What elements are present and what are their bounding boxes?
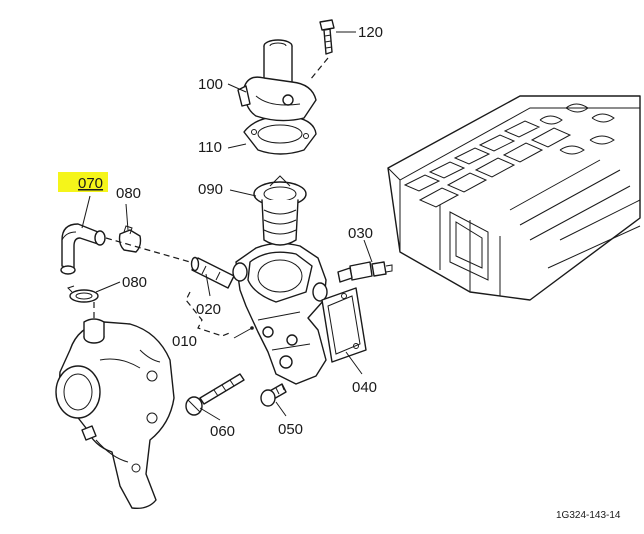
leader-080-upper: [125, 203, 129, 231]
gasket-040: [321, 287, 367, 363]
bolt-120: [309, 19, 335, 81]
callout-080-lower[interactable]: 080: [122, 274, 147, 291]
gasket-110: [243, 115, 317, 155]
water-pipe-020: [190, 256, 235, 289]
hose-clamp-lower: [67, 285, 99, 303]
callout-100[interactable]: 100: [198, 76, 223, 93]
leader-050: [275, 401, 287, 417]
callout-010[interactable]: 010: [172, 333, 197, 350]
water-pump: [55, 318, 175, 510]
leader-030: [363, 239, 373, 263]
callout-120[interactable]: 120: [358, 24, 383, 41]
thermostat-housing-010: [232, 242, 328, 385]
leader-080-lower: [95, 281, 121, 293]
leader-070: [81, 195, 91, 229]
hose-clamp-upper: [118, 225, 142, 253]
water-hose-070: [60, 223, 106, 275]
leader-110: [227, 143, 247, 149]
callout-040[interactable]: 040: [352, 379, 377, 396]
thermostat-090: [253, 175, 307, 246]
leader-020: [205, 273, 211, 297]
callout-060[interactable]: 060: [210, 423, 235, 440]
callout-110[interactable]: 110: [198, 139, 222, 156]
water-flange-100: [237, 39, 317, 122]
callout-030[interactable]: 030: [348, 225, 373, 242]
callout-070[interactable]: 070: [78, 175, 103, 192]
callout-020[interactable]: 020: [196, 301, 221, 318]
bolt-060: [185, 373, 245, 416]
callout-090[interactable]: 090: [198, 181, 223, 198]
leader-dot-010: [250, 326, 254, 330]
temperature-sensor-030: [337, 261, 393, 283]
leader-040: [345, 351, 363, 375]
dashed-axis-hose: [105, 237, 191, 263]
leader-100: [227, 83, 247, 93]
highlight-070: [58, 172, 108, 192]
leader-010: [233, 327, 253, 339]
bolt-050: [260, 383, 287, 407]
callout-050[interactable]: 050: [278, 421, 303, 438]
leader-090: [229, 189, 257, 197]
engine-block: [387, 95, 641, 301]
leader-060: [199, 407, 221, 421]
figure-reference: 1G324-143-14: [556, 510, 621, 521]
dashed-outline-010: [185, 291, 233, 337]
callout-080-upper[interactable]: 080: [116, 185, 141, 202]
